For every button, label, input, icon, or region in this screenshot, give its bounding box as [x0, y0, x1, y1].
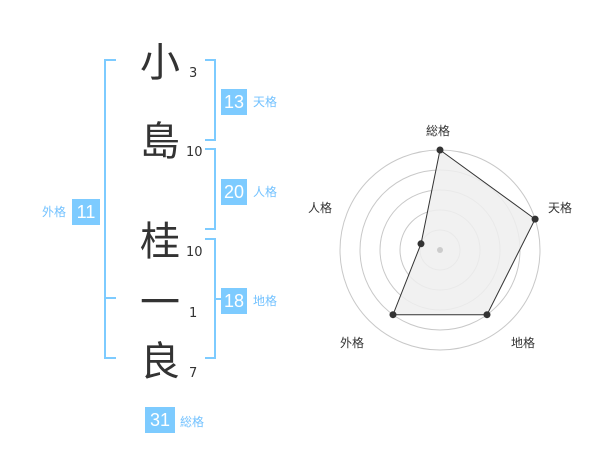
jinkaku-value-badge: 20 — [221, 179, 247, 205]
radar-point-3 — [483, 311, 491, 319]
stroke-count-2: 10 — [186, 145, 203, 160]
radar-point-2 — [531, 215, 539, 223]
radar-label-jinkaku: 人格 — [308, 201, 333, 215]
gaikaku-outer-bracket — [104, 59, 116, 359]
name-char-1: 小 — [140, 40, 180, 86]
radar-point-5 — [417, 240, 425, 248]
tenkaku-value-badge: 13 — [221, 89, 247, 115]
soukaku-value-badge: 31 — [145, 407, 175, 433]
chikaku-value-badge: 18 — [221, 288, 247, 314]
gaikaku-label: 外格 — [41, 205, 66, 219]
jinkaku-label: 人格 — [253, 185, 278, 199]
soukaku-label: 総格 — [180, 415, 205, 429]
stroke-count-5: 7 — [189, 366, 198, 381]
name-char-2: 島 — [140, 119, 180, 165]
radar-label-gaikaku: 外格 — [340, 336, 365, 350]
chikaku-label: 地格 — [253, 294, 278, 308]
name-char-3: 桂 — [140, 219, 180, 265]
gaikaku-value-badge: 11 — [72, 199, 100, 225]
radar-data-polygon — [392, 149, 536, 316]
stroke-count-3: 10 — [186, 245, 203, 260]
stroke-count-1: 3 — [189, 66, 198, 81]
radar-point-1 — [436, 146, 444, 154]
stroke-count-4: 1 — [189, 306, 198, 321]
name-char-5: 良 — [140, 339, 180, 385]
radar-label-chikaku: 地格 — [511, 336, 536, 350]
tenkaku-label: 天格 — [253, 95, 278, 109]
name-char-4: 一 — [140, 280, 180, 326]
tenkaku-bracket — [205, 59, 216, 141]
radar-label-tenkaku: 天格 — [548, 201, 573, 215]
radar-center-dot — [437, 247, 443, 253]
radar-label-soukaku: 総格 — [426, 124, 451, 138]
jinkaku-bracket — [205, 148, 216, 230]
radar-point-4 — [389, 311, 397, 319]
